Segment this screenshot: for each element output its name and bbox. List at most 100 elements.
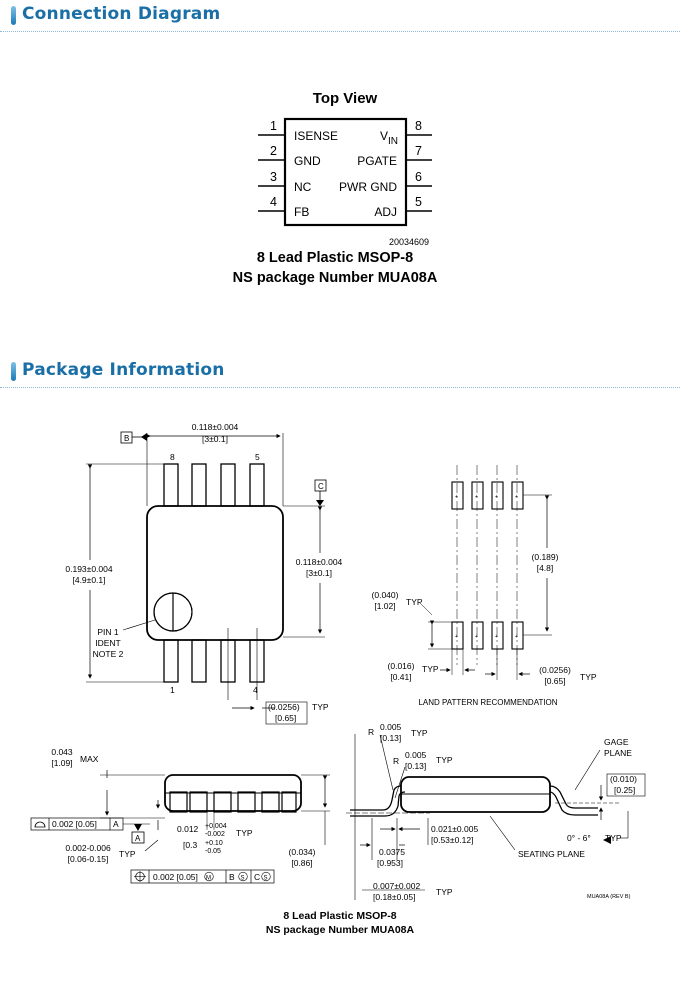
pin1-note: IDENT [95,638,121,648]
pin-number: 1 [270,119,277,133]
pin-number: 2 [270,144,277,158]
max-label: MAX [80,754,99,764]
flatness-callout: 0.002 [0.05] A [30,817,150,831]
dim-width-mm: [3±0.1] [202,434,228,444]
datum-label: B [124,434,129,443]
dim-foot-len: 0.021±0.005 [431,824,478,834]
dim-max-h: 0.043 [51,747,73,757]
dim-r1: 0.005 [380,722,402,732]
dim-lead-w: 0.012 [177,824,199,834]
pin-name: GND [294,154,321,168]
tol-value: 0.002 [0.05] [153,872,198,882]
dim-gage-mm: [0.25] [614,785,635,795]
seating-plane: SEATING PLANE [518,849,585,859]
datum-label: A [135,834,141,843]
connection-caption-line2: NS package Number MUA08A [232,270,438,286]
svg-text:+: + [455,494,458,500]
dim-length-mm: [4.9±0.1] [72,575,105,585]
dim-r1-mm: [0.13] [380,733,401,743]
datum-a: A [131,824,145,844]
pin-name-subscript: IN [388,136,398,147]
land-len-mm: [1.02] [374,601,395,611]
land-w-mm: [0.41] [390,672,411,682]
section-title: Package Information [22,360,225,380]
dim-body: 0.118±0.004 [296,557,343,567]
svg-text:+: + [495,634,498,640]
divider [0,387,680,388]
modifier: S [264,876,268,882]
dim-max-h-mm: [1.09] [51,758,72,768]
pin-label: 5 [255,452,260,462]
pin-name: FB [294,205,309,219]
pin-number: 6 [415,170,422,184]
dim-length: 0.193±0.004 [65,564,112,574]
typ-label: TYP [312,702,329,712]
land-len: (0.040) [372,590,399,600]
pin-name: PWR GND [339,180,397,194]
pin-name: ADJ [374,205,397,219]
land-span: (0.189) [532,552,559,562]
dim-foot-ref: 0.0375 [379,847,405,857]
dim-standoff: 0.002-0.006 [65,843,111,853]
svg-text:+: + [495,494,498,500]
datum-b: B [120,431,147,444]
typ-label: TYP [119,849,136,859]
pin1-ident-mark [172,592,193,632]
pin1-note: PIN 1 [97,627,119,637]
datum-c: C [314,479,327,506]
dim-side-h-mm: [0.86] [291,858,312,868]
typ-label: TYP [436,887,453,897]
typ-label: TYP [236,828,253,838]
package-end-view [346,734,629,900]
dim-gage: (0.010) [610,774,637,784]
dim-lead-w-tol: -0.002 [205,831,225,838]
typ-label: TYP [580,672,597,682]
package-caption-line1: 8 Lead Plastic MSOP-8 [283,910,397,922]
svg-text:+: + [515,494,518,500]
datum-label: B [229,872,235,882]
svg-text:+: + [475,634,478,640]
pin-name-vin: VIN [380,129,398,147]
r-label: R [393,756,399,766]
typ-label: TYP [605,833,622,843]
section-header-package: Package Information [0,356,680,392]
ic-body [283,117,408,227]
dim-lead-w-mm-tol: -0.05 [205,848,221,855]
dim-foot-len-mm: [0.53±0.12] [431,835,473,845]
datum-label: C [254,872,260,882]
pin-number: 3 [270,170,277,184]
typ-label: TYP [422,664,439,674]
dim-angle: 0° - 6° [567,833,591,843]
section-title: Connection Diagram [22,4,221,24]
dim-lead-t: 0.007±0.002 [373,881,420,891]
svg-text:+: + [475,494,478,500]
section-marker-icon [11,362,16,381]
modifier: S [241,876,245,882]
dim-r2-mm: [0.13] [405,761,426,771]
dim-foot-ref-mm: [0.953] [377,858,403,868]
pin-label: 8 [170,452,175,462]
package-body [146,505,284,641]
r-label: R [368,727,374,737]
dim-pitch: (0.0256) [268,702,300,712]
figure-id: 20034609 [389,237,429,247]
land-pitch: (0.0256) [539,665,571,675]
svg-text:+: + [515,634,518,640]
connection-diagram: Top View 1 2 3 4 8 7 6 5 ISENSE GND NC F… [258,90,432,247]
datum-label: A [113,819,119,829]
dim-lead-w-mm: [0.3 [183,840,197,850]
dim-standoff-mm: [0.06-0.15] [68,854,109,864]
dim-r2: 0.005 [405,750,427,760]
tol-value: 0.002 [0.05] [52,819,97,829]
modifier: M [206,876,211,882]
pin-number: 8 [415,119,422,133]
dim-lead-t-mm: [0.18±0.05] [373,892,415,902]
package-side-view [100,770,330,852]
land-pitch-mm: [0.65] [544,676,565,686]
pin-name: NC [294,180,312,194]
position-callout: 0.002 [0.05] M B S C S [130,869,275,884]
dim-pitch-mm: [0.65] [275,713,296,723]
top-view-label: Top View [313,90,378,107]
datum-label: C [318,482,324,491]
pin-number: 7 [415,144,422,158]
